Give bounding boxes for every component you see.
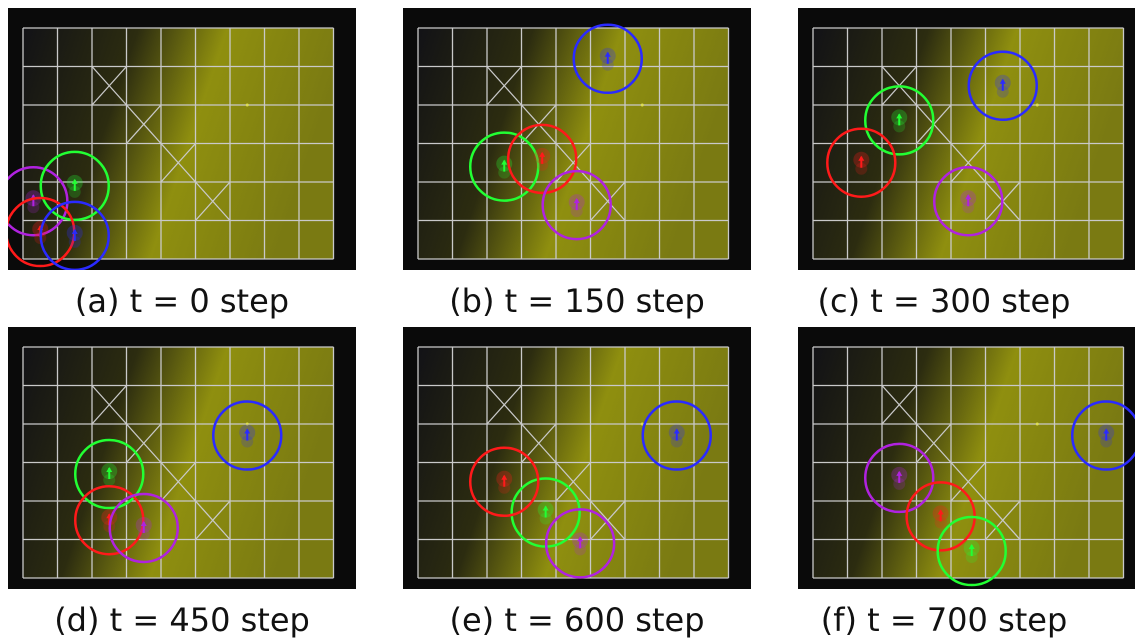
obstacle-cell bbox=[486, 385, 522, 425]
agent-green bbox=[936, 515, 1007, 587]
sensing-circle-green bbox=[74, 438, 145, 510]
grid-scene-d bbox=[22, 346, 335, 579]
obstacle-cell bbox=[126, 104, 162, 144]
grid-scene-e bbox=[417, 346, 730, 579]
grid-scene-f bbox=[812, 346, 1135, 587]
agent-purple bbox=[864, 442, 935, 514]
sensing-circle-green bbox=[469, 131, 540, 202]
sensing-circle-blue bbox=[641, 400, 712, 471]
sensing-circle-green bbox=[864, 85, 935, 156]
obstacle-cell bbox=[91, 66, 127, 106]
caption-a: (a) t = 0 step bbox=[74, 282, 290, 320]
panel-d bbox=[8, 327, 356, 589]
sensing-circle-purple bbox=[8, 166, 69, 237]
caption-c: (c) t = 300 step bbox=[817, 282, 1071, 320]
sensing-circle-purple bbox=[544, 508, 616, 579]
goal-dot bbox=[1035, 422, 1039, 426]
grid-lines bbox=[812, 346, 1125, 579]
agent-green bbox=[74, 438, 145, 510]
goal-dot bbox=[1035, 103, 1039, 107]
panel-c bbox=[798, 8, 1135, 270]
sensing-circle-blue bbox=[39, 200, 110, 270]
sensing-circle-green bbox=[936, 515, 1007, 587]
obstacle-cell bbox=[160, 462, 196, 502]
agent-blue bbox=[39, 200, 110, 270]
obstacle-cell bbox=[985, 500, 1021, 540]
obstacle-cell bbox=[916, 423, 952, 463]
agent-red bbox=[826, 127, 897, 198]
sensing-circle-blue bbox=[212, 400, 283, 471]
grid-scene-c bbox=[812, 27, 1125, 260]
sensing-circle-green bbox=[39, 150, 110, 222]
sensing-circle-red bbox=[826, 127, 897, 198]
agent-purple bbox=[108, 492, 179, 564]
agent-purple bbox=[541, 169, 612, 241]
agent-green bbox=[864, 85, 935, 156]
obstacle-cell bbox=[160, 143, 196, 183]
caption-e: (e) t = 600 step bbox=[449, 601, 705, 639]
sensing-circle-red bbox=[74, 485, 145, 556]
sensing-circle-purple bbox=[108, 492, 179, 564]
sensing-circle-purple bbox=[864, 442, 935, 514]
panel-b bbox=[403, 8, 751, 270]
sensing-circle-blue bbox=[967, 50, 1038, 121]
panel-e bbox=[403, 327, 751, 589]
obstacle-cell bbox=[950, 462, 986, 502]
agent-blue bbox=[1071, 400, 1135, 471]
agent-purple bbox=[933, 166, 1004, 237]
grid-scene-b bbox=[417, 23, 730, 260]
caption-d: (d) t = 450 step bbox=[54, 601, 310, 639]
sensing-circle-blue bbox=[1071, 400, 1135, 471]
agent-red bbox=[469, 446, 540, 517]
goal-dot bbox=[640, 422, 644, 426]
obstacle-cell bbox=[950, 143, 986, 183]
obstacle-cell bbox=[881, 385, 917, 425]
sensing-circle-red bbox=[506, 123, 578, 195]
sensing-circle-blue bbox=[572, 23, 643, 95]
panel-f bbox=[798, 327, 1135, 589]
panel-a bbox=[8, 8, 356, 270]
grid-lines bbox=[812, 27, 1125, 260]
obstacle-cell bbox=[91, 385, 127, 425]
agent-blue bbox=[641, 400, 712, 471]
goal-dot bbox=[245, 103, 249, 107]
agent-blue bbox=[967, 50, 1038, 121]
agent-blue bbox=[212, 400, 283, 471]
goal-dot bbox=[245, 422, 249, 426]
agent-blue bbox=[572, 23, 643, 95]
obstacle-cell bbox=[195, 181, 231, 221]
agent-red bbox=[506, 123, 578, 195]
grid-scene-a bbox=[8, 27, 335, 270]
obstacle-cell bbox=[195, 500, 231, 540]
sensing-circle-red bbox=[469, 446, 540, 517]
caption-f: (f) t = 700 step bbox=[820, 601, 1068, 639]
sensing-circle-purple bbox=[933, 166, 1004, 237]
obstacle-cell bbox=[555, 462, 591, 502]
obstacle-cell bbox=[590, 181, 626, 221]
sensing-circle-purple bbox=[541, 169, 612, 241]
agent-green bbox=[469, 131, 540, 202]
agent-purple bbox=[544, 508, 616, 579]
obstacle-cell bbox=[126, 423, 162, 463]
caption-b: (b) t = 150 step bbox=[449, 282, 705, 320]
obstacle-cell bbox=[590, 500, 626, 540]
agent-green bbox=[39, 150, 110, 222]
goal-dot bbox=[640, 103, 644, 107]
obstacle-cell bbox=[486, 66, 522, 106]
